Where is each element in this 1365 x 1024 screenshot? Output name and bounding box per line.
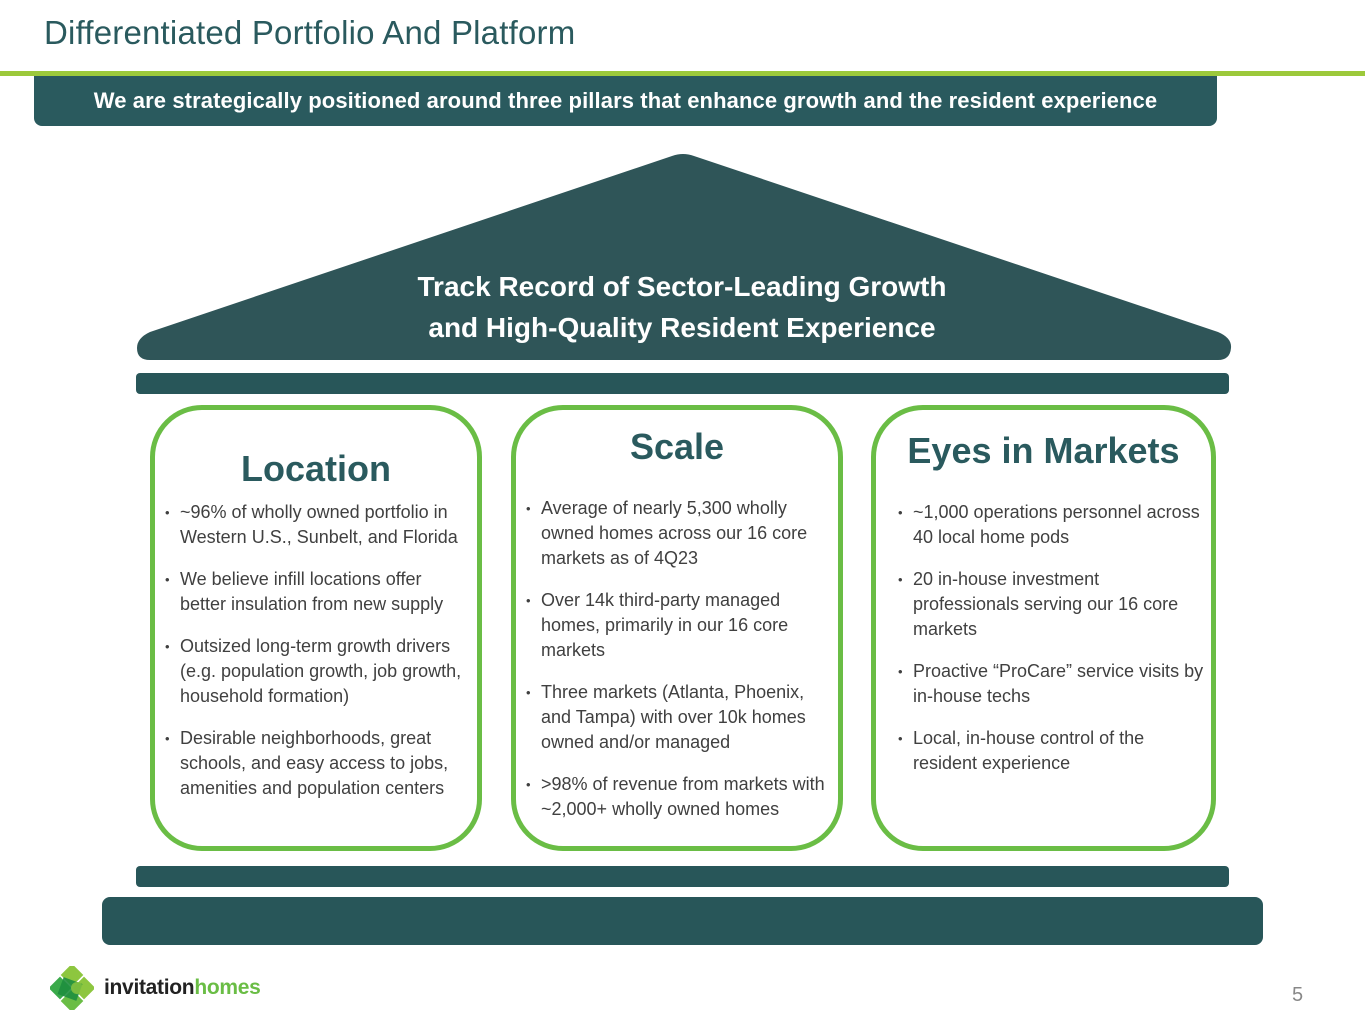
list-item: •Three markets (Atlanta, Phoenix, and Ta… xyxy=(526,682,806,752)
logo-wordmark: invitationhomes xyxy=(104,976,261,999)
list-item: •Proactive “ProCare” service visits by i… xyxy=(898,661,1204,706)
bullet-icon: • xyxy=(165,639,170,654)
bullet-icon: • xyxy=(898,505,903,520)
subtitle-banner-text: We are strategically positioned around t… xyxy=(93,88,1158,113)
bullet-icon: • xyxy=(526,685,531,700)
list-item: •Local, in-house control of the resident… xyxy=(898,728,1145,773)
bottom-beam xyxy=(136,866,1229,887)
roof-shape xyxy=(137,154,1232,360)
top-beam xyxy=(136,373,1229,394)
list-item: •Average of nearly 5,300 wholly owned ho… xyxy=(526,498,808,568)
roof-heading: Track Record of Sector-Leading Growth an… xyxy=(380,266,984,348)
pillar-title: Eyes in Markets xyxy=(907,430,1180,471)
bullet-icon: • xyxy=(526,777,531,792)
list-item: •~96% of wholly owned portfolio in Weste… xyxy=(165,502,458,547)
bullet-icon: • xyxy=(898,731,903,746)
clover-logo-icon xyxy=(50,966,94,1010)
roof-heading-line2: and High-Quality Resident Experience xyxy=(428,312,936,343)
list-item: •20 in-house investment professionals se… xyxy=(898,569,1179,639)
bullet-icon: • xyxy=(165,572,170,587)
list-item: •Desirable neighborhoods, great schools,… xyxy=(165,728,449,798)
pillar-scale: Scale •Average of nearly 5,300 wholly ow… xyxy=(511,405,843,851)
title-underline-divider xyxy=(0,71,1365,76)
page-number: 5 xyxy=(1292,984,1304,1006)
bullet-icon: • xyxy=(165,505,170,520)
roof-heading-line1: Track Record of Sector-Leading Growth xyxy=(417,271,947,302)
list-item: •Over 14k third-party managed homes, pri… xyxy=(526,590,789,660)
foundation-base xyxy=(102,897,1263,945)
bullet-icon: • xyxy=(898,572,903,587)
pillar-bullet-list: •~1,000 operations personnel across 40 l… xyxy=(898,500,1205,793)
pillar-title: Scale xyxy=(629,426,725,467)
bullet-icon: • xyxy=(526,593,531,608)
subtitle-banner: We are strategically positioned around t… xyxy=(34,76,1217,126)
roof-triangle xyxy=(137,154,1232,360)
list-item: •>98% of revenue from markets with ~2,00… xyxy=(526,774,825,819)
pillar-bullet-list: •Average of nearly 5,300 wholly owned ho… xyxy=(526,496,832,839)
pillar-location: Location •~96% of wholly owned portfolio… xyxy=(150,405,482,851)
bullet-icon: • xyxy=(898,664,903,679)
pillar-bullet-list: •~96% of wholly owned portfolio in Weste… xyxy=(165,500,471,818)
pillar-eyes-in-markets: Eyes in Markets •~1,000 operations perso… xyxy=(871,405,1216,851)
bullet-icon: • xyxy=(165,731,170,746)
list-item: •Outsized long-term growth drivers (e.g.… xyxy=(165,636,462,706)
pillar-title: Location xyxy=(241,448,391,489)
bullet-icon: • xyxy=(526,501,531,516)
page-title: Differentiated Portfolio And Platform xyxy=(44,14,576,51)
list-item: •~1,000 operations personnel across 40 l… xyxy=(898,502,1200,547)
company-logo: invitationhomes xyxy=(50,966,261,1010)
list-item: •We believe infill locations offer bette… xyxy=(165,569,444,614)
